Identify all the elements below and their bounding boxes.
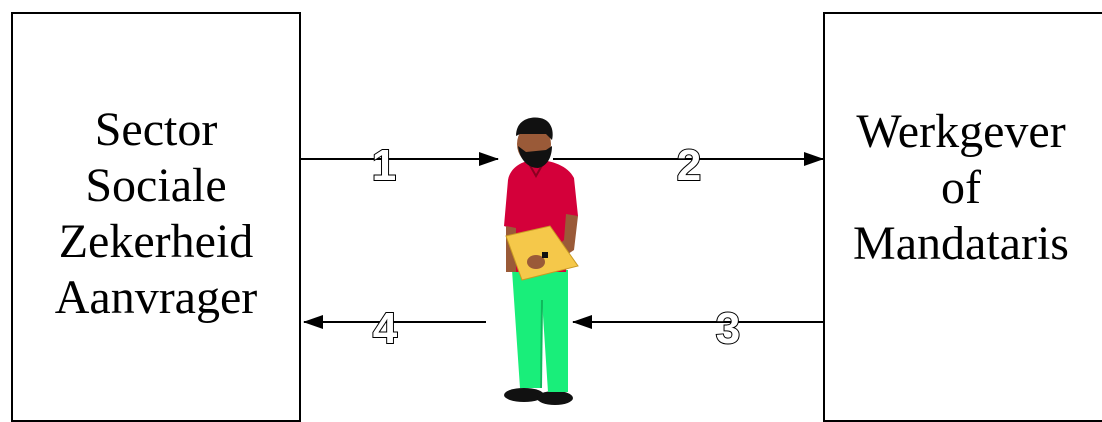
step-number-1: 1 [372, 141, 396, 190]
step-number-2: 2 [677, 141, 701, 190]
flow-diagram: 1 2 3 4 [0, 0, 1102, 407]
step-number-3: 3 [716, 304, 740, 353]
person-holding-folder-icon [504, 118, 578, 405]
step-number-4: 4 [373, 304, 398, 353]
